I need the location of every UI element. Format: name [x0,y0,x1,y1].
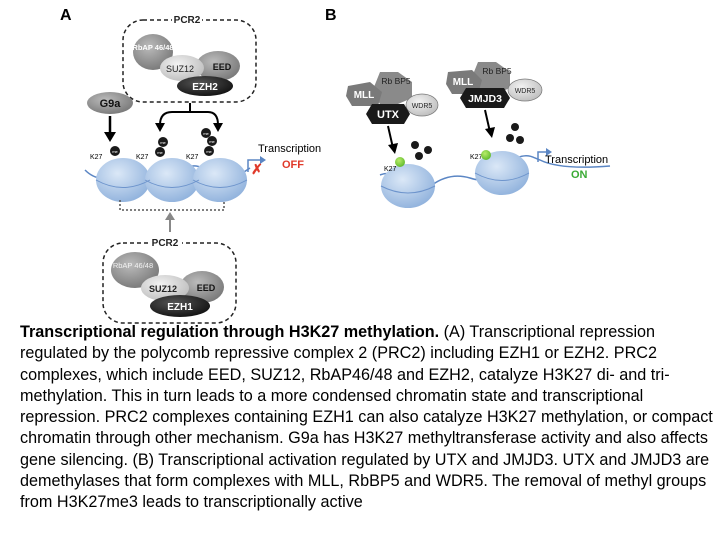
eed-bottom-subunit [180,271,224,303]
methyl-mark [158,137,168,147]
pcr2-ezh2-complex: PCR2 RbAP 46/48 EED SUZ12 EZH2 [122,13,257,103]
rbap-top-subunit [133,34,173,70]
rbbp5-1-shape [372,72,412,104]
removed-methyl [411,141,419,149]
demethylated-marks-b [395,123,524,167]
removed-methyl [511,123,519,131]
methyl-mark [110,146,120,156]
ezh1-label: EZH1 [167,302,193,313]
pcr2-bottom-border [102,242,237,324]
g9a-enzyme: G9a [87,92,133,142]
transcription-label-b: Transcription [545,154,608,166]
methyl-mark [204,146,214,156]
ezh1-subunit [150,295,210,317]
pcr2-ezh1-complex: PCR2 RbAP 46/48 EED SUZ12 EZH1 [102,236,237,324]
mll-2-label: MLL [453,77,474,88]
nucleosome-a3 [193,158,247,202]
methyl-mark [201,128,211,138]
figure-diagram: A PCR2 RbAP 46/48 EED SUZ12 EZH2 G9a K27… [60,7,611,324]
utx-shape [366,104,410,124]
wdr5-1-label: WDR5 [412,103,433,110]
rbap-bottom-subunit [111,252,159,288]
mll-1-label: MLL [354,90,375,101]
nucleosome-b2 [475,151,529,195]
methyl-mark-label: me [209,139,215,144]
methyl-mark [207,136,217,146]
transcription-label-a: Transcription [258,143,321,155]
caption-title: Transcriptional regulation through H3K27… [20,323,440,341]
ezh1-bracket [119,200,225,232]
wdr5-2-shape [507,78,543,102]
panel-b-label: B [325,7,337,24]
pcr2-bottom-title: PCR2 [152,238,179,249]
ezh2-subunit [177,76,233,96]
g9a-shape [87,92,133,114]
rbap-top-label: RbAP 46/48 [132,43,173,52]
k27-label-b2: K27 [470,154,483,161]
transcription-on: Transcription ON [537,148,608,181]
k27-label-a3: K27 [186,154,199,161]
k27-label-b1: K27 [384,166,397,173]
nucleosome-b1 [381,164,435,208]
eed-top-subunit [196,51,240,81]
eed-top-label: EED [213,62,232,72]
removed-methyl [516,136,524,144]
green-mark [395,157,405,167]
wdr5-1-shape [405,93,439,117]
ezh2-label: EZH2 [192,82,218,93]
suz12-top-label: SUZ12 [166,64,194,74]
removed-methyl [424,146,432,154]
methyl-mark-label: me [203,131,209,136]
caption-body: (A) Transcriptional repression regulated… [20,323,713,512]
off-label: OFF [282,159,304,171]
mll-1-shape [346,82,382,106]
wdr5-2-label: WDR5 [515,88,536,95]
suz12-top-subunit [160,55,204,81]
transcription-off: ✗ Transcription OFF [247,143,321,177]
tss-arrow-a [247,159,262,172]
k27-label-a1: K27 [90,154,103,161]
methyl-mark-label: me [206,149,212,154]
nucleosome-a2 [145,158,199,202]
rbbp5-1-label: Rb BP5 [381,76,411,86]
suz12-bottom-subunit [141,275,189,301]
green-mark [481,150,491,160]
g9a-label: G9a [100,98,122,110]
suz12-bottom-label: SUZ12 [149,284,177,294]
removed-methyl [415,152,423,160]
jmjd3-label: JMJD3 [468,93,502,105]
nucleosome-a1 [96,158,150,202]
jmjd3-complex: Rb BP5 MLL WDR5 JMJD3 [446,62,543,138]
eed-bottom-label: EED [197,283,216,293]
k27-label-a2: K27 [136,154,149,161]
methyl-mark [155,147,165,157]
ezh2-bracket [155,103,223,132]
panel-a-label: A [60,7,72,24]
methyl-marks-a: me me me me me me [110,128,217,157]
removed-methyl [506,134,514,142]
tss-arrow-b [537,151,548,162]
rbbp5-2-label: Rb BP5 [482,66,512,76]
on-label: ON [571,169,588,181]
figure-caption: Transcriptional regulation through H3K27… [20,322,716,514]
methyl-mark-label: me [112,149,118,154]
rbap-bottom-label: RbAP 46/48 [113,261,153,270]
pcr2-top-title: PCR2 [174,15,201,26]
utx-label: UTX [377,109,400,121]
methyl-mark-label: me [160,140,166,145]
block-mark: ✗ [251,161,263,177]
jmjd3-shape [460,88,510,108]
utx-complex: Rb BP5 MLL WDR5 UTX [346,72,439,154]
methyl-mark-label: me [157,150,163,155]
